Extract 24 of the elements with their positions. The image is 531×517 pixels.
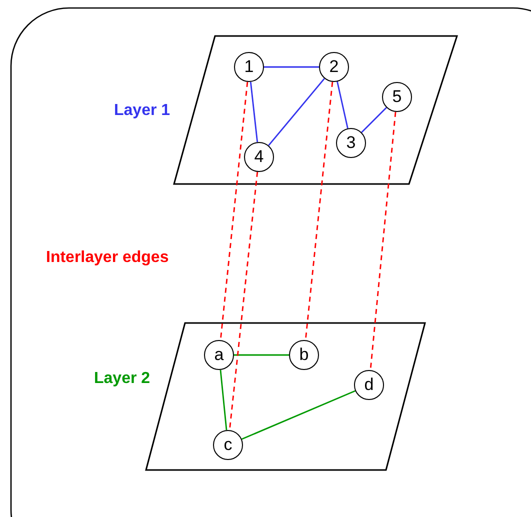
interlayer-edge <box>370 112 396 370</box>
edge-line <box>361 107 387 133</box>
vertex-circle: d <box>354 370 384 400</box>
vertex-circle: 1 <box>234 52 264 82</box>
layer-label: Layer 1 <box>114 102 170 120</box>
vertex-circle: a <box>204 340 234 370</box>
interlayer-edge <box>220 82 248 340</box>
vertex-circle: 3 <box>336 128 366 158</box>
vertex-circle: 4 <box>244 142 274 172</box>
edge-line <box>336 81 348 129</box>
edge-line <box>220 370 228 430</box>
annotation-text: Interlayer edges <box>46 249 169 267</box>
edge-line <box>250 82 258 142</box>
vertex-circle: 5 <box>382 82 412 112</box>
vertex-circle: b <box>289 340 319 370</box>
edge-line <box>234 354 289 356</box>
vertex-circle: 2 <box>319 52 349 82</box>
interlayer-edge <box>304 82 334 340</box>
edge-line <box>242 390 356 440</box>
layer-label: Layer 2 <box>94 370 150 388</box>
vertex-circle: c <box>213 430 243 460</box>
edge-line <box>268 78 325 146</box>
edge-line <box>264 66 319 68</box>
interlayer-edge <box>228 172 258 430</box>
